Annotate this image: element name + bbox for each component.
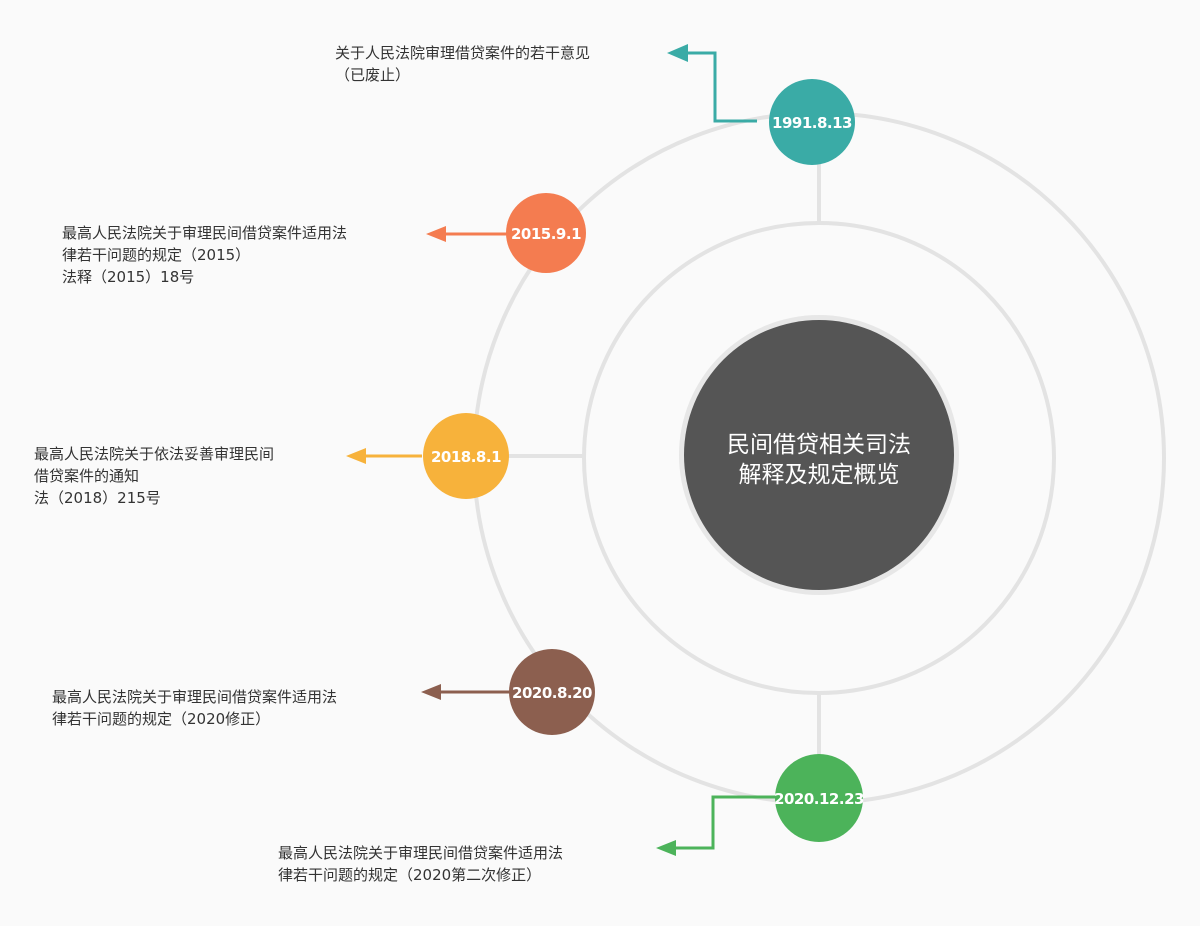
arrow-2020a-head: [421, 684, 441, 700]
note-2015-line-2: 律若干问题的规定（2015）: [62, 246, 251, 264]
note-2018-line-1: 最高人民法院关于依法妥善审理民间: [34, 445, 275, 463]
node-2015-circle: [506, 193, 586, 273]
note-2020a-line-2: 律若干问题的规定（2020修正）: [52, 710, 271, 728]
node-2015: 2015.9.1: [506, 193, 586, 273]
note-1991: 关于人民法院审理借贷案件的若干意见 （已废止）: [335, 42, 590, 86]
note-1991-line-2: （已废止）: [335, 66, 411, 84]
node-1991-circle: [769, 79, 855, 165]
node-2020b-date: 2020.12.23: [774, 790, 864, 808]
arrow-1991-line: [686, 51, 757, 123]
node-2015-date: 2015.9.1: [511, 225, 581, 243]
node-2020a: 2020.8.20: [509, 649, 595, 735]
node-2020a-date: 2020.8.20: [512, 684, 592, 702]
center-title-line-2: 解释及规定概览: [739, 462, 900, 488]
arrow-2020b-line: [675, 795, 776, 850]
note-2020a-line-1: 最高人民法院关于审理民间借贷案件适用法: [52, 688, 338, 706]
node-2018: 2018.8.1: [423, 413, 509, 499]
note-2020b: 最高人民法院关于审理民间借贷案件适用法 律若干问题的规定（2020第二次修正）: [278, 842, 563, 886]
arrow-2018-head: [346, 448, 366, 464]
center-circle: [684, 320, 954, 590]
note-2015-line-3: 法释（2015）18号: [62, 268, 195, 286]
node-2020a-circle: [509, 649, 595, 735]
note-2020b-line-2: 律若干问题的规定（2020第二次修正）: [278, 866, 542, 884]
note-2015-line-1: 最高人民法院关于审理民间借贷案件适用法: [62, 224, 348, 242]
arrow-1991-head: [667, 44, 688, 62]
node-1991-date: 1991.8.13: [772, 114, 852, 132]
center-title-line-1: 民间借贷相关司法: [727, 432, 911, 458]
node-2020b-circle: [775, 754, 863, 842]
note-2018-line-2: 借贷案件的通知: [34, 467, 140, 485]
node-1991: 1991.8.13: [769, 79, 855, 165]
note-1991-line-1: 关于人民法院审理借贷案件的若干意见: [335, 44, 591, 62]
node-2018-date: 2018.8.1: [431, 448, 501, 466]
node-2020b: 2020.12.23: [774, 754, 865, 842]
node-2018-circle: [423, 413, 509, 499]
note-2020b-line-1: 最高人民法院关于审理民间借贷案件适用法: [278, 844, 564, 862]
note-2018: 最高人民法院关于依法妥善审理民间 借贷案件的通知 法（2018）215号: [34, 443, 274, 509]
note-2020a: 最高人民法院关于审理民间借贷案件适用法 律若干问题的规定（2020修正）: [52, 686, 337, 730]
note-2018-line-3: 法（2018）215号: [34, 489, 161, 507]
note-2015: 最高人民法院关于审理民间借贷案件适用法 律若干问题的规定（2015） 法释（20…: [62, 222, 347, 288]
arrow-2015-head: [426, 226, 446, 242]
arrow-2020b-head: [656, 840, 676, 856]
